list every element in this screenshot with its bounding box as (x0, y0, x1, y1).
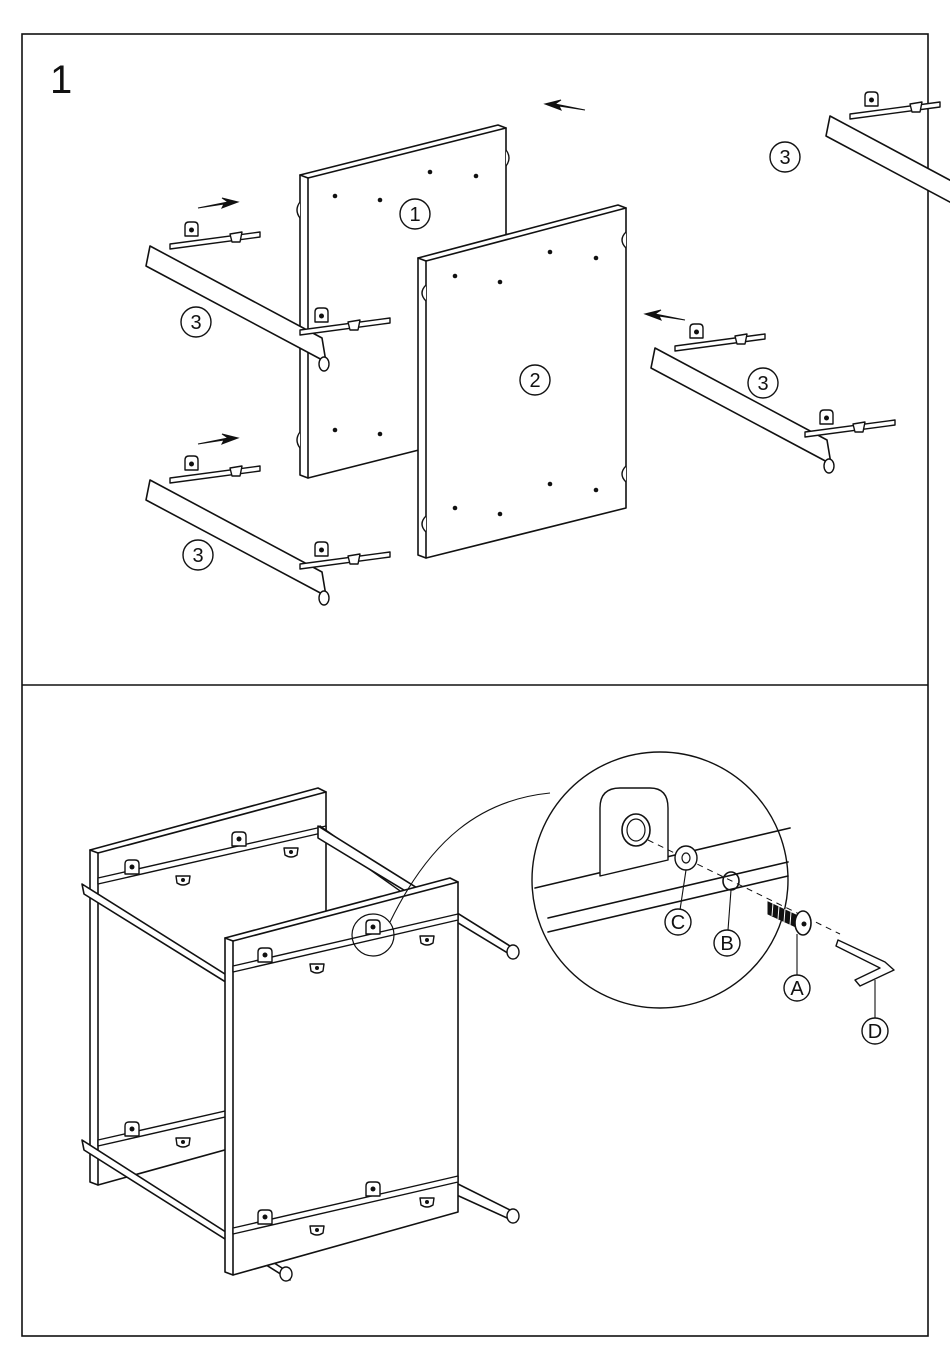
svg-text:D: D (868, 1021, 882, 1043)
hardware-label-c: C (665, 909, 691, 935)
step-number: 1 (50, 58, 72, 102)
leg-frame-icon (651, 324, 895, 473)
svg-text:1: 1 (409, 204, 420, 226)
svg-text:3: 3 (190, 312, 201, 334)
allen-key-icon (836, 940, 894, 1018)
part-label-3: 3 (183, 540, 213, 570)
svg-text:3: 3 (192, 545, 203, 567)
svg-text:3: 3 (779, 147, 790, 169)
assembled-frame (82, 788, 519, 1281)
part-label-3: 3 (181, 307, 211, 337)
part-label-3: 3 (770, 142, 800, 172)
part-label-2: 2 (520, 365, 550, 395)
part-label-1: 1 (400, 199, 430, 229)
leg-frame-icon (826, 92, 950, 241)
arrow-icon (198, 434, 238, 444)
svg-text:3: 3 (757, 373, 768, 395)
svg-text:B: B (720, 933, 733, 955)
arrow-icon (645, 310, 685, 320)
svg-text:C: C (671, 912, 685, 934)
arrow-icon (545, 100, 585, 110)
arrow-icon (198, 198, 238, 208)
leg-frame-icon (146, 456, 390, 605)
hardware-label-d: D (862, 1018, 888, 1044)
part-label-3: 3 (748, 368, 778, 398)
svg-text:2: 2 (529, 370, 540, 392)
hardware-label-a: A (784, 975, 810, 1001)
hardware-label-b: B (714, 930, 740, 956)
svg-text:A: A (790, 978, 804, 1000)
